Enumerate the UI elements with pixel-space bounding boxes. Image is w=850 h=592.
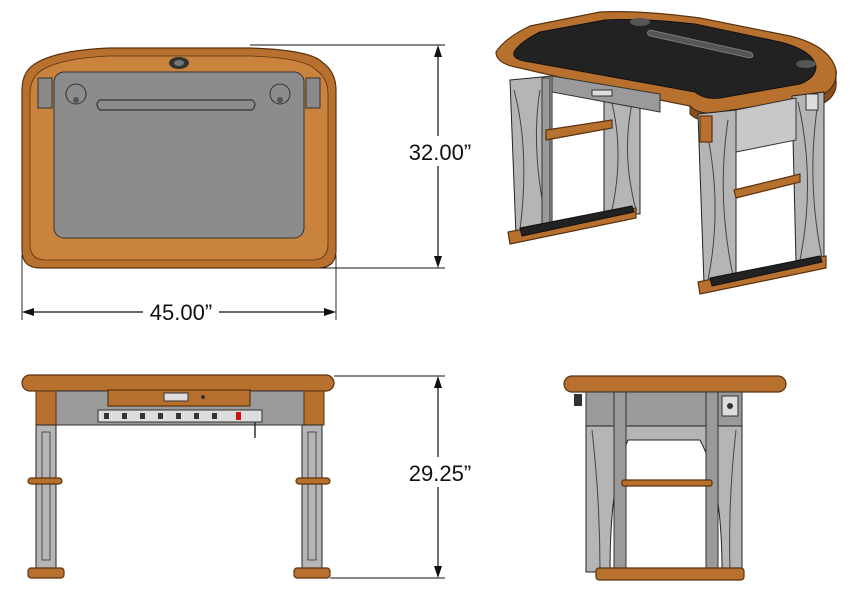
- top-view-post-right: [305, 77, 321, 109]
- dimension-width: 45.00”: [21, 255, 337, 326]
- dimension-height: 29.25”: [330, 375, 475, 579]
- top-view-cable-slot: [96, 99, 256, 111]
- top-view-grommet-left: [65, 83, 87, 105]
- front-view: [21, 374, 335, 579]
- height-label: 29.25”: [409, 461, 471, 486]
- side-view-desk-top: [563, 375, 787, 393]
- front-view-leg-left: [35, 424, 57, 571]
- top-view-grommet-right-dot: [277, 97, 283, 103]
- side-view-shelf: [621, 479, 713, 487]
- side-view-apron: [585, 391, 743, 427]
- side-view-leg-frame: [585, 425, 743, 573]
- width-label: 45.00”: [150, 300, 212, 325]
- top-view-grommet-left-dot: [73, 97, 79, 103]
- side-view: [563, 375, 787, 581]
- front-view-desk-top: [21, 374, 335, 392]
- top-view-work-surface: [53, 71, 305, 239]
- top-view: [21, 47, 337, 269]
- side-view-base: [595, 567, 745, 581]
- dimension-depth: 32.00”: [250, 44, 475, 269]
- top-view-post-left: [37, 77, 53, 109]
- front-view-power-switch: [236, 412, 241, 420]
- isometric-view: [495, 11, 837, 295]
- depth-label: 32.00”: [409, 140, 471, 165]
- top-view-lock-core: [174, 60, 184, 66]
- front-view-leg-right: [301, 424, 323, 571]
- top-view-grommet-right: [269, 83, 291, 105]
